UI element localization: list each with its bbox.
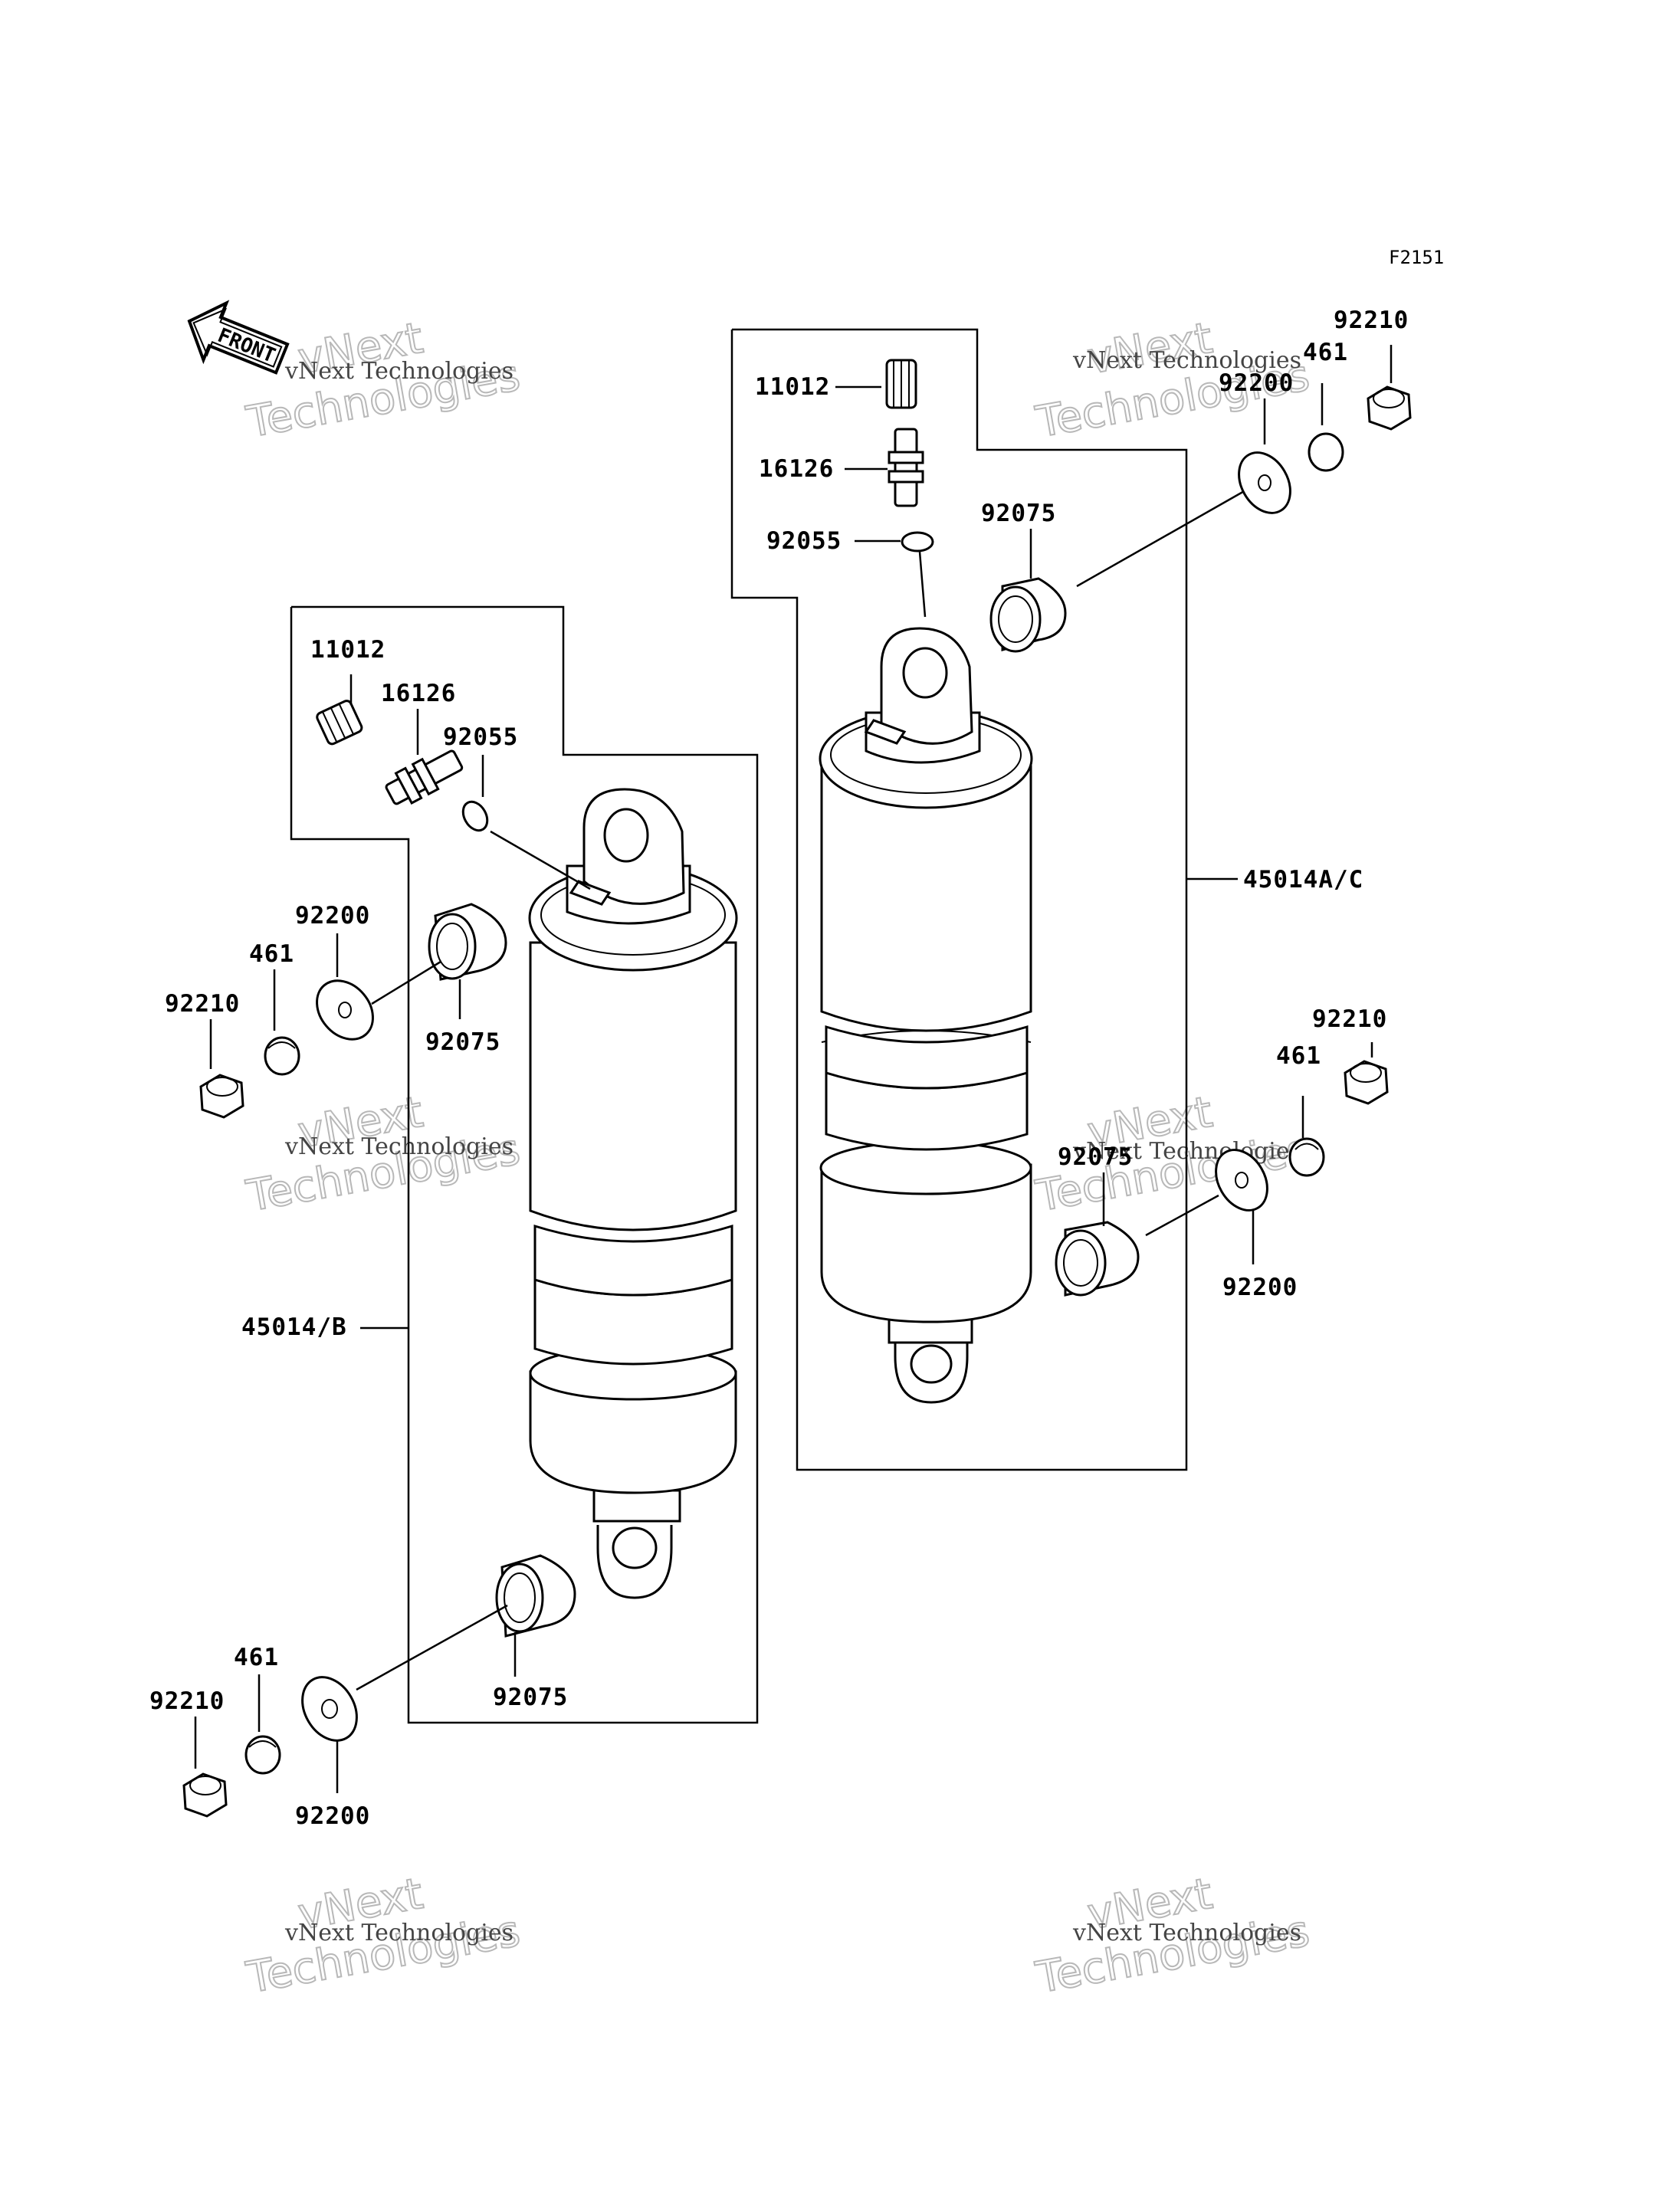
label-left-nut-top: 92210	[165, 990, 240, 1018]
watermark: vNext Technologies vNext Technologies	[242, 1868, 525, 2004]
watermark: vNext Technologies vNext Technologies	[1032, 313, 1314, 448]
left-shock-assembly: 45014/B 11012	[149, 605, 759, 1830]
right-air-valve	[888, 428, 924, 507]
right-cap-nut-top	[1367, 385, 1412, 431]
watermark: vNext Technologies vNext Technologies	[1032, 1868, 1314, 2004]
watermark: vNext Technologies vNext Technologies	[242, 1087, 525, 1222]
group-label-right: 45014A/C	[1243, 866, 1363, 894]
left-group-bracket	[290, 605, 759, 1724]
left-o-ring	[461, 800, 489, 832]
left-collar-bottom	[495, 1554, 576, 1638]
label-left-circlip-bottom: 461	[234, 1644, 279, 1671]
label-left-collar-top: 92075	[425, 1028, 500, 1056]
front-arrow-icon: FRONT	[187, 300, 290, 375]
svg-text:vNext Technologies: vNext Technologies	[1072, 1920, 1301, 1946]
left-washer-bottom	[301, 1676, 358, 1742]
label-right-washer-top: 92200	[1219, 369, 1294, 397]
label-right-circlip-top: 461	[1303, 339, 1348, 366]
right-shock-assembly: 45014A/C 11012	[730, 307, 1412, 1471]
right-washer-bottom	[1215, 1149, 1268, 1212]
right-cap-nut-bottom	[1344, 1060, 1389, 1105]
right-circlip-top	[1308, 432, 1344, 472]
right-collar-bottom	[1055, 1221, 1140, 1297]
right-shock-absorber	[819, 627, 1033, 1404]
label-left-washer-bottom: 92200	[295, 1802, 370, 1830]
label-right-washer-bottom: 92200	[1222, 1274, 1298, 1301]
right-circlip-bottom	[1288, 1137, 1325, 1177]
label-right-nut-bottom: 92210	[1312, 1005, 1387, 1033]
label-right-nut-top: 92210	[1334, 307, 1409, 334]
right-valve-cap	[885, 359, 917, 409]
left-cap-nut-top	[199, 1074, 244, 1119]
left-cap-nut-bottom	[182, 1772, 228, 1818]
label-left-nut-bottom: 92210	[149, 1687, 225, 1715]
right-washer-top	[1238, 451, 1291, 514]
svg-text:vNext Technologies: vNext Technologies	[1072, 347, 1301, 374]
left-valve-cap	[316, 700, 363, 746]
right-group-bracket	[730, 328, 1188, 1471]
left-collar-top	[428, 903, 507, 981]
left-circlip-bottom	[244, 1735, 281, 1775]
label-right-collar-top: 92075	[981, 500, 1056, 527]
label-right-circlip-bottom: 461	[1276, 1042, 1321, 1070]
svg-text:vNext Technologies: vNext Technologies	[284, 358, 514, 385]
left-shock-absorber	[528, 788, 738, 1599]
svg-text:vNext Technologies: vNext Technologies	[284, 1133, 514, 1160]
left-circlip-top	[264, 1036, 300, 1076]
label-right-valve: 16126	[759, 455, 834, 483]
left-washer-top	[316, 979, 374, 1041]
right-collar-top	[989, 577, 1067, 653]
label-right-collar-bottom: 92075	[1058, 1143, 1133, 1171]
label-left-washer-top: 92200	[295, 902, 370, 930]
label-left-oring: 92055	[443, 723, 518, 751]
label-right-cap: 11012	[755, 373, 830, 401]
right-o-ring	[901, 531, 934, 553]
label-left-cap: 11012	[310, 636, 386, 664]
label-left-collar-bottom: 92075	[493, 1684, 568, 1711]
group-label-left: 45014/B	[241, 1313, 347, 1341]
left-air-valve	[385, 749, 464, 805]
label-left-circlip-top: 461	[249, 940, 294, 968]
label-left-valve: 16126	[381, 680, 456, 707]
figure-code: F2151	[1389, 247, 1444, 268]
svg-text:vNext Technologies: vNext Technologies	[284, 1920, 514, 1946]
label-right-oring: 92055	[766, 527, 842, 555]
